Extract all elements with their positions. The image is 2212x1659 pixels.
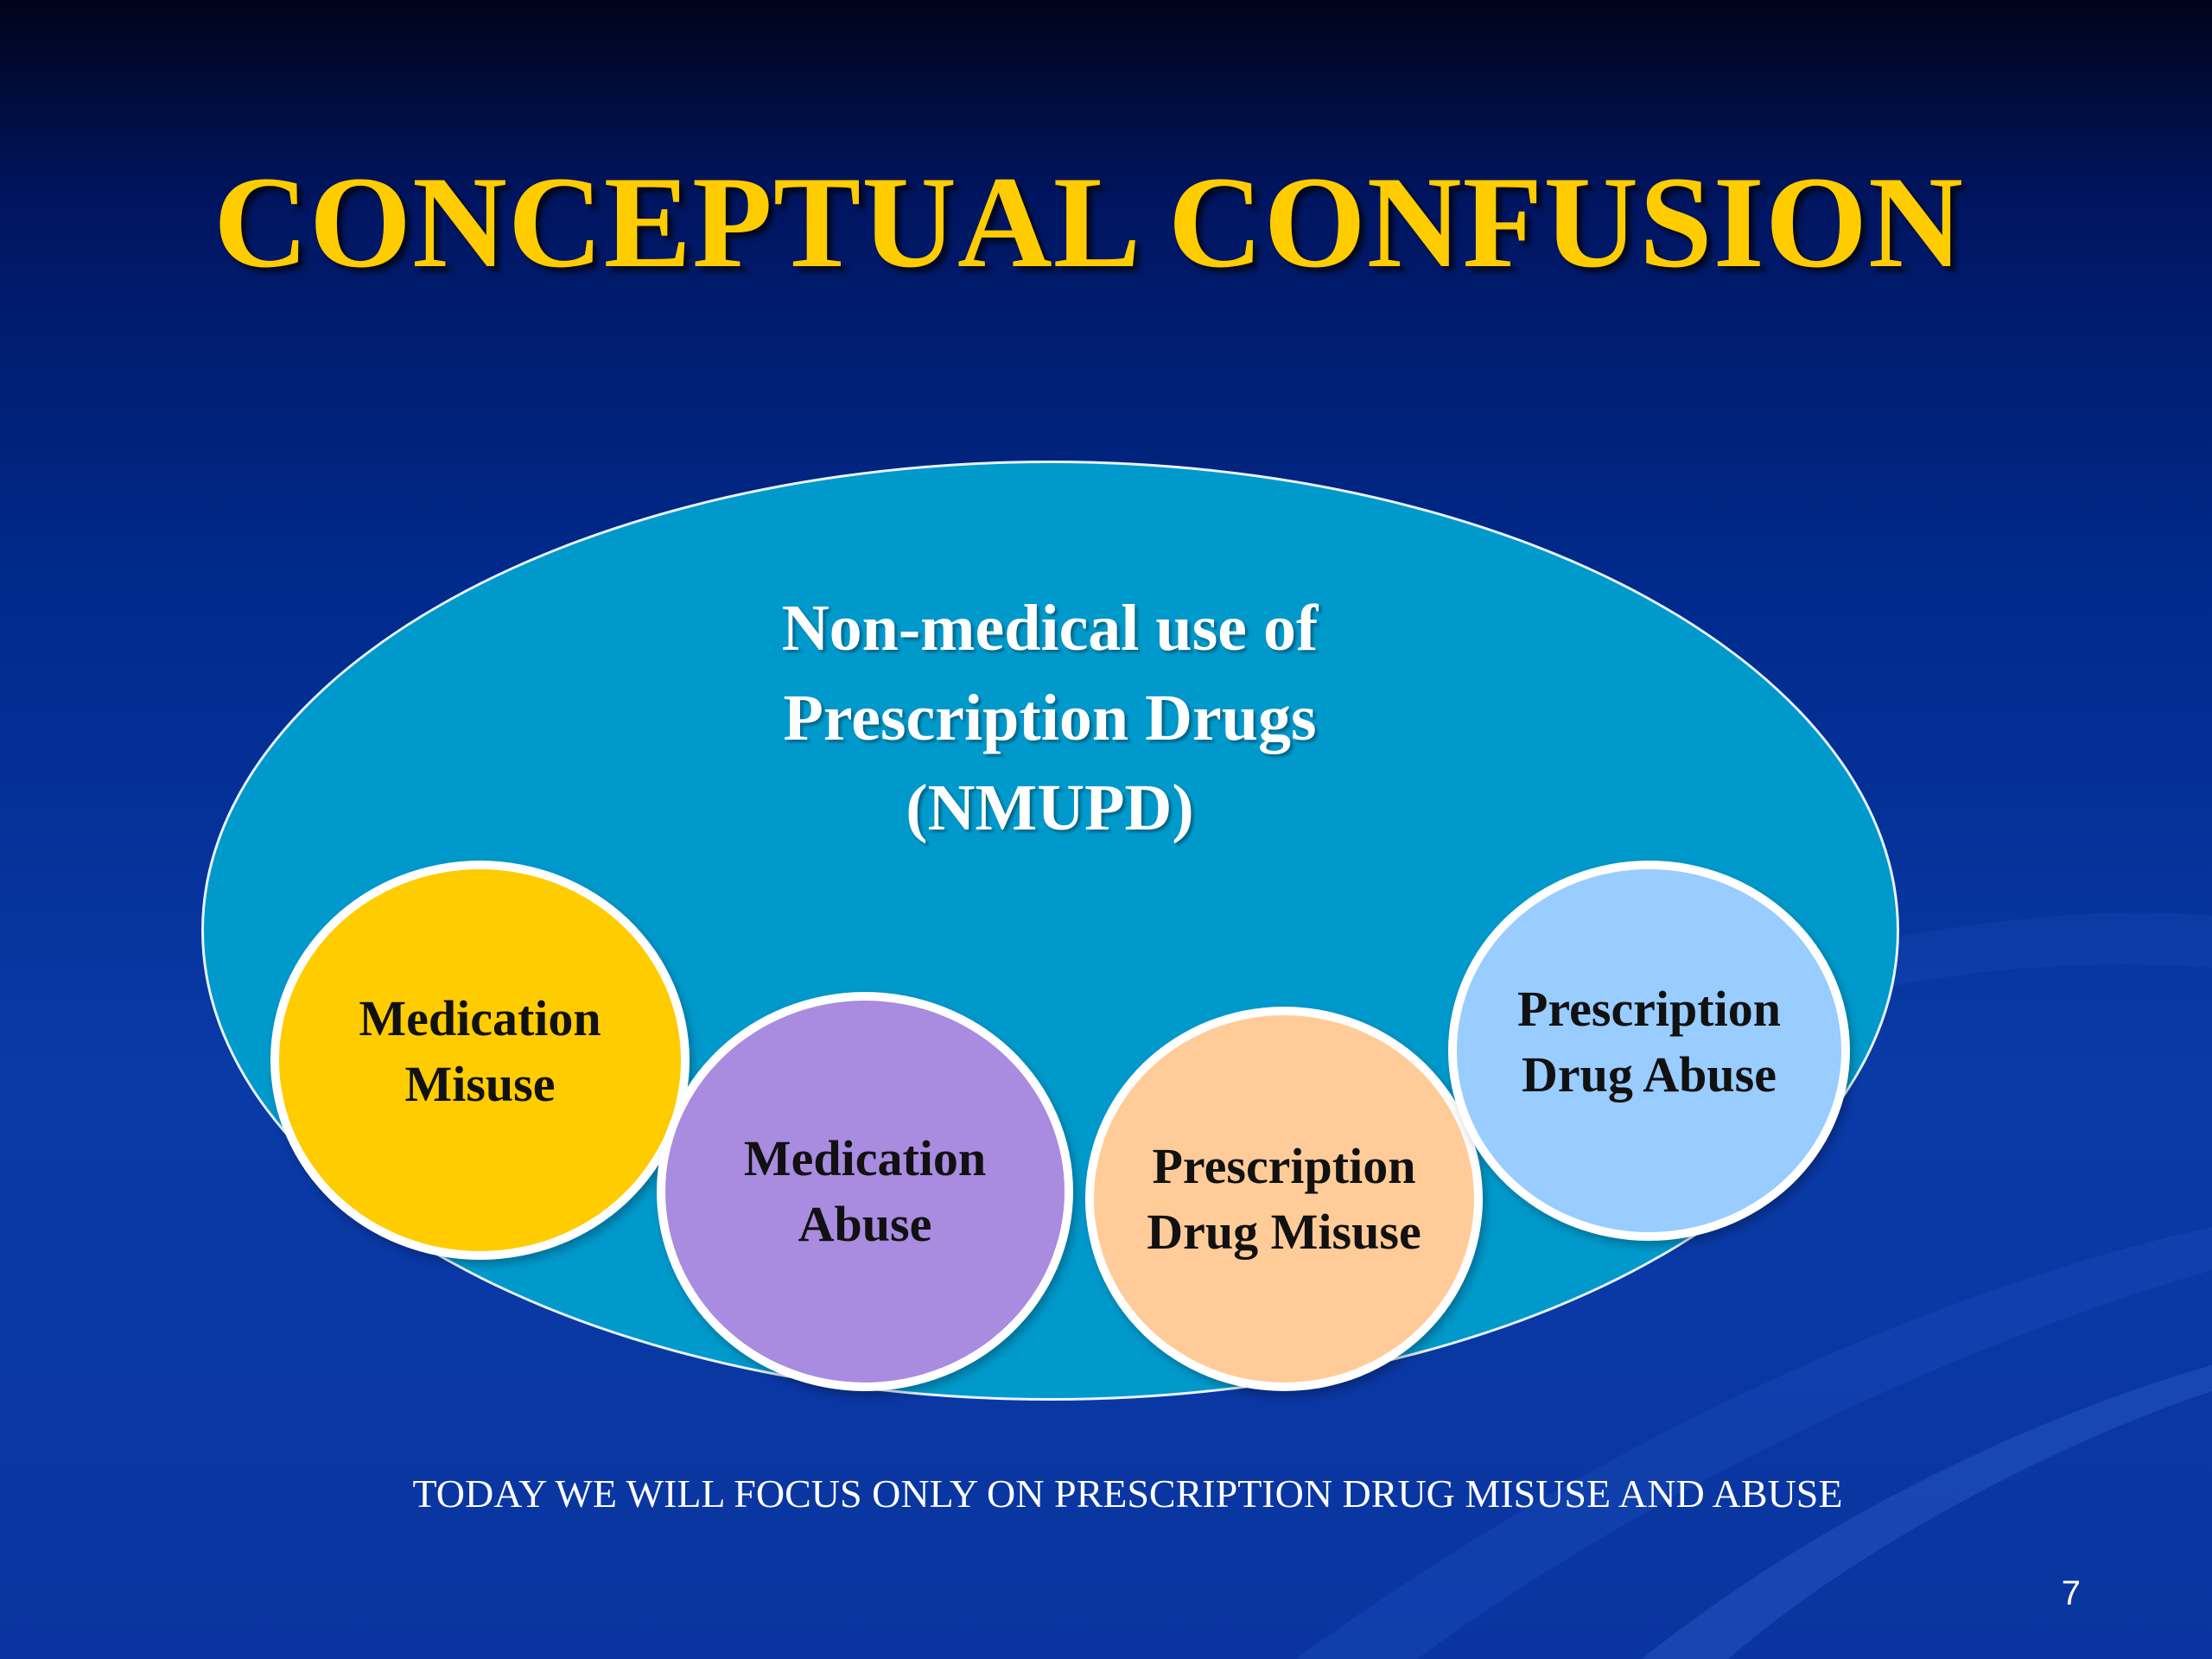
nmupd-label-line: (NMUPD) bbox=[906, 772, 1194, 844]
circle-label-line: Misuse bbox=[404, 1056, 556, 1112]
medication-abuse-circle: Medication Abuse bbox=[657, 992, 1073, 1391]
nmupd-label-line: Prescription Drugs bbox=[783, 682, 1317, 754]
circle-label-line: Drug Misuse bbox=[1147, 1203, 1421, 1260]
circle-label-line: Abuse bbox=[798, 1196, 932, 1252]
page-number: 7 bbox=[2061, 1574, 2081, 1612]
nmupd-label: Non-medical use of Prescription Drugs (N… bbox=[613, 583, 1486, 853]
medication-misuse-circle: Medication Misuse bbox=[270, 861, 690, 1260]
circle-label-line: Prescription bbox=[1517, 981, 1781, 1037]
circle-label: Medication Abuse bbox=[744, 1126, 986, 1257]
prescription-drug-misuse-circle: Prescription Drug Misuse bbox=[1085, 1007, 1483, 1391]
prescription-drug-abuse-circle: Prescription Drug Abuse bbox=[1448, 861, 1850, 1241]
nmupd-label-line: Non-medical use of bbox=[781, 592, 1319, 664]
circle-label-line: Medication bbox=[743, 1130, 987, 1186]
slide-title: CONCEPTUAL CONFUSION bbox=[213, 149, 1964, 295]
circle-label-line: Medication bbox=[359, 990, 601, 1046]
circle-label: Prescription Drug Misuse bbox=[1147, 1134, 1421, 1265]
slide-footnote: TODAY WE WILL FOCUS ONLY ON PRESCRIPTION… bbox=[412, 1471, 1843, 1516]
circle-label-line: Prescription bbox=[1152, 1137, 1416, 1194]
circle-label: Prescription Drug Abuse bbox=[1517, 976, 1781, 1108]
circle-label: Medication Misuse bbox=[359, 986, 601, 1117]
circle-label-line: Drug Abuse bbox=[1522, 1046, 1777, 1103]
